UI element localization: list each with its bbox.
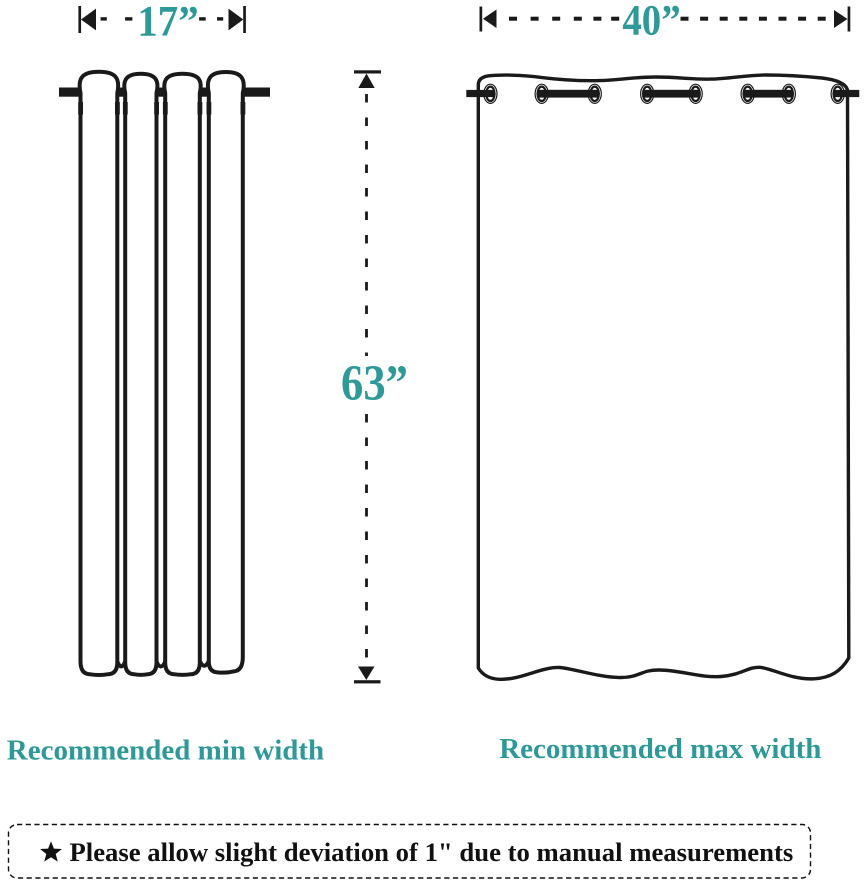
svg-text:63”: 63” [341,355,408,411]
svg-text:Please allow slight deviation: Please allow slight deviation of 1" due … [70,837,794,867]
svg-text:40”: 40” [622,0,680,44]
svg-text:Recommended min width: Recommended min width [7,735,324,767]
svg-text:Recommended max width: Recommended max width [499,733,821,765]
svg-text:17”: 17” [137,0,198,46]
